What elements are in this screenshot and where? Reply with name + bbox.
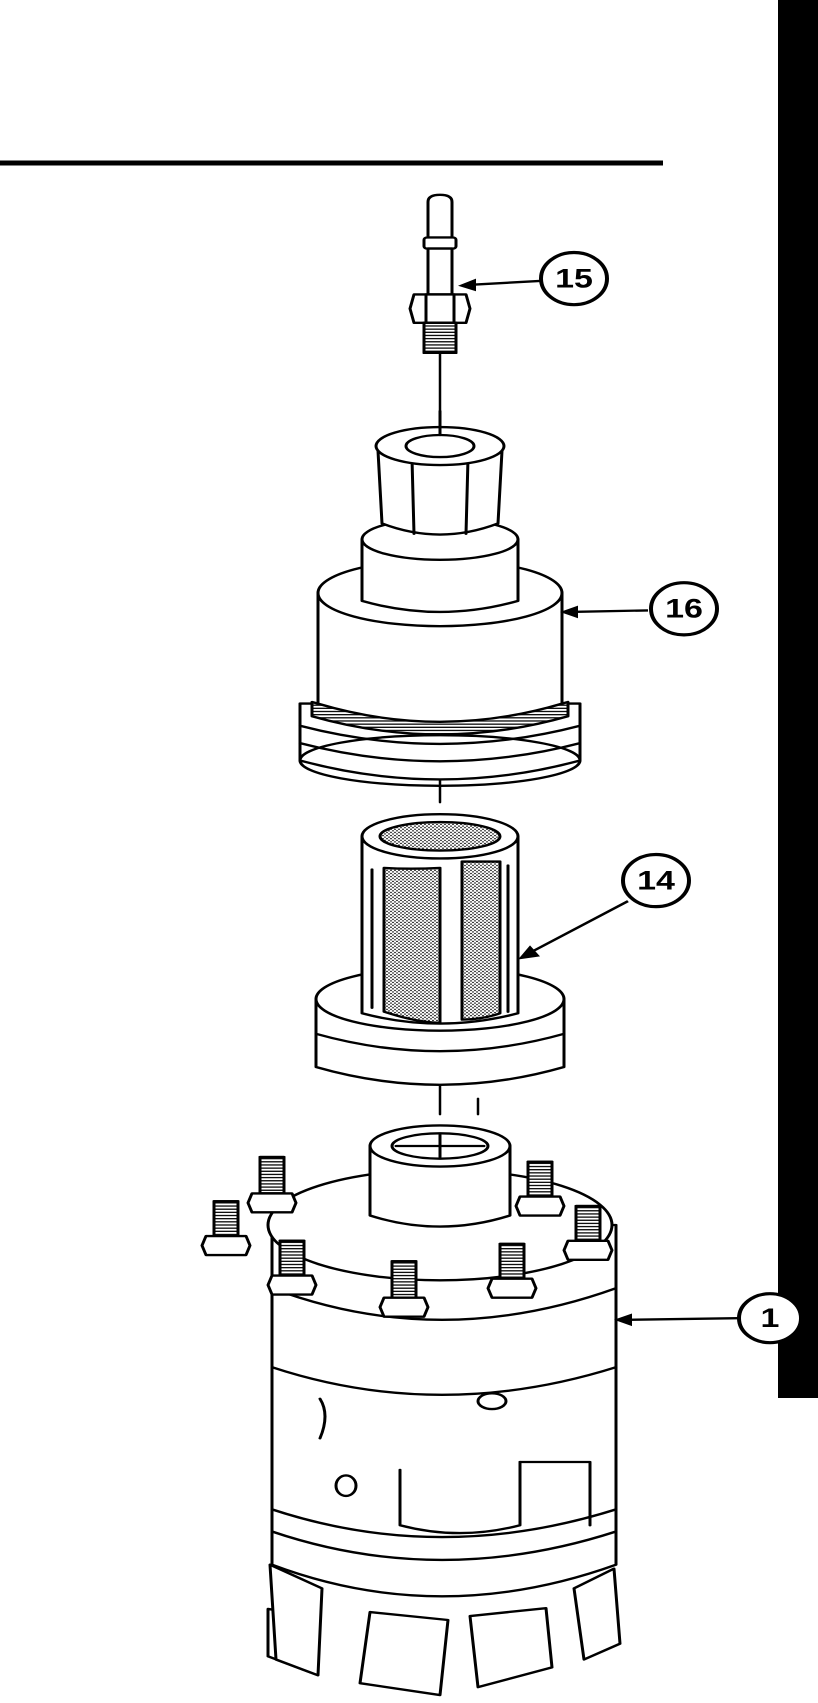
callout-label-14: 14 — [637, 866, 675, 896]
leader-16 — [569, 609, 649, 614]
part-1-pump-housing — [266, 1124, 622, 1697]
arrowhead-14 — [518, 945, 540, 960]
part-16-housing-cap — [298, 410, 582, 787]
callout-balloon-15 — [539, 250, 609, 307]
diagram-content: 15 16 14 1 — [200, 193, 803, 1697]
callout-balloon-16 — [649, 581, 719, 637]
callout-balloon-14 — [621, 852, 691, 909]
flange-studs — [200, 1155, 614, 1318]
leader-1 — [623, 1317, 739, 1321]
arrowhead-1 — [614, 1313, 632, 1327]
leader-15 — [467, 279, 541, 287]
part-14-strainer-screen — [314, 813, 566, 1086]
leader-14 — [525, 900, 629, 956]
callout-balloon-1 — [737, 1292, 803, 1345]
callout-label-1: 1 — [761, 1303, 780, 1333]
callout-label-15: 15 — [555, 264, 593, 294]
part-15-valve-pin — [408, 193, 472, 355]
margin-tab-bar — [778, 0, 818, 1398]
arrowhead-15 — [458, 278, 476, 292]
arrowhead-16 — [560, 605, 578, 619]
callout-label-16: 16 — [665, 594, 703, 624]
